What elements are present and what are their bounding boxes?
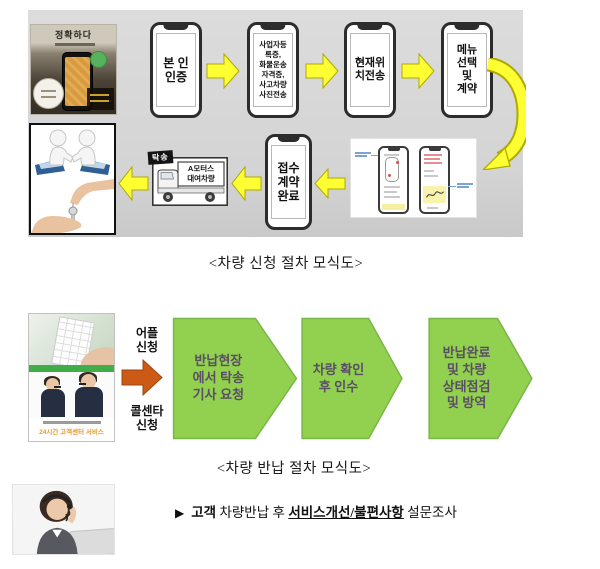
promo-green-badge xyxy=(90,51,107,68)
phone-step-identity: 본 인 인증 xyxy=(150,22,202,118)
chevron-shape xyxy=(171,316,299,441)
truck-icon xyxy=(152,157,228,206)
call-center-photo xyxy=(29,372,114,420)
phone-notch xyxy=(387,148,400,151)
truck-label: A모터스 대여차량 xyxy=(187,164,215,183)
flow-arrow-right-icon xyxy=(305,52,339,90)
promo-subtitle-bar xyxy=(55,43,95,46)
phone-notch xyxy=(454,24,480,30)
promo-map-screen xyxy=(65,57,90,106)
flow-arrow-left-icon xyxy=(314,167,346,200)
flow-arrow-right-icon xyxy=(206,52,240,90)
promo-dark-panel xyxy=(87,88,114,110)
signature-icon xyxy=(426,191,445,198)
orange-arrow-icon xyxy=(121,358,163,397)
chevron-shape xyxy=(427,316,534,441)
promo-gold-text-bar xyxy=(90,94,109,96)
return-step-request: 반납현장 에서 탁송 기사 요청 xyxy=(171,316,299,441)
promo-phone-graphic xyxy=(62,52,93,111)
phone-notch xyxy=(163,24,189,30)
step-label: 반납현장 에서 탁송 기사 요청 xyxy=(192,353,245,402)
step-label: 사업자등 록증, 화물운송 자격증, 사고차량 사진전송 xyxy=(253,33,293,107)
chevron-shape xyxy=(300,316,404,441)
delivery-truck-image: A모터스 대여차량 탁송 xyxy=(147,150,228,206)
promo-caption-area: 24시간 고객센터 서비스 xyxy=(29,418,114,441)
annotation-line xyxy=(448,186,456,187)
promo-title: 정확하다 xyxy=(54,30,93,40)
step-label: 차량 확인 후 인수 xyxy=(312,361,365,394)
handshake-image xyxy=(31,125,114,180)
return-step-pickup: 차량 확인 후 인수 xyxy=(300,316,404,441)
headset-woman-icon xyxy=(13,485,114,554)
promo-circle-graphic xyxy=(33,78,64,109)
call-center-request-label: 콜센타 신청 xyxy=(130,404,164,433)
phone-step-documents: 사업자등 록증, 화물운송 자격증, 사고차량 사진전송 xyxy=(247,22,299,118)
annotation-left xyxy=(355,152,371,158)
phone-notch xyxy=(357,24,383,30)
handover-photos-box xyxy=(29,123,116,235)
consignment-badge: 탁송 xyxy=(147,150,174,165)
survey-note: ▶ 고객 차량반납 후 서비스개선/불편사항 설문조사 xyxy=(175,501,457,521)
green-strip xyxy=(29,365,114,372)
calculator-photo xyxy=(29,314,114,382)
flow-arrow-right-icon xyxy=(401,52,435,90)
annotation-line xyxy=(371,155,379,156)
flow-arrow-left-icon xyxy=(231,165,262,202)
step-label: 본 인 인증 xyxy=(156,33,196,107)
return-promo-image: 24시간 고객센터 서비스 xyxy=(28,313,115,442)
handshake-figures-icon xyxy=(31,125,114,179)
apply-flow-caption: <차량 신청 절차 모식도> xyxy=(208,256,364,272)
key-handover-icon xyxy=(31,179,114,233)
promo-circle-text-bar xyxy=(41,90,56,92)
step-label: 메뉴 선택 및 계약 xyxy=(447,33,487,107)
phone-notch xyxy=(428,148,441,151)
promo-gold-text-bar xyxy=(90,100,109,102)
survey-underlined-text: 서비스개선/불편사항 xyxy=(288,505,404,520)
promo-caption-bar xyxy=(42,421,101,424)
annotation-right xyxy=(457,183,473,189)
step-label: 반납완료 및 차량 상태점검 및 방역 xyxy=(442,344,491,411)
signature-area xyxy=(423,186,446,203)
app-promo-image: 정확하다 xyxy=(30,24,117,115)
phone-notch xyxy=(277,136,300,142)
app-request-label: 어플 신청 xyxy=(135,326,159,355)
promo-circle-text-bar xyxy=(41,96,56,98)
step-label: 접수 계약 완료 xyxy=(271,145,306,219)
flow-arrow-left-icon xyxy=(118,165,149,202)
phone-notch xyxy=(260,24,286,30)
key-handover-image xyxy=(31,179,114,233)
return-step-complete: 반납완료 및 차량 상태점검 및 방역 xyxy=(427,316,534,441)
curved-arrow-icon xyxy=(482,58,526,170)
signature-screen-phone xyxy=(419,146,450,214)
phone-step-location: 현재위 치전송 xyxy=(344,22,396,118)
survey-bold-lead: 고객 xyxy=(191,505,217,520)
promo-caption-text: 24시간 고객센터 서비스 xyxy=(39,429,104,436)
survey-agent-image xyxy=(12,484,115,555)
step-label: 현재위 치전송 xyxy=(350,33,390,107)
survey-tail-text: 설문조사 xyxy=(403,505,457,520)
survey-mid-text: 차량반납 후 xyxy=(216,505,289,520)
contract-screens-image xyxy=(350,138,477,218)
phone-step-complete: 접수 계약 완료 xyxy=(265,134,312,230)
bullet-icon: ▶ xyxy=(175,506,185,520)
highlight-strip xyxy=(382,204,405,210)
inspection-screen-phone xyxy=(378,146,409,214)
return-flow-caption: <차량 반납 절차 모식도> xyxy=(216,461,372,477)
car-diagram xyxy=(385,157,399,182)
